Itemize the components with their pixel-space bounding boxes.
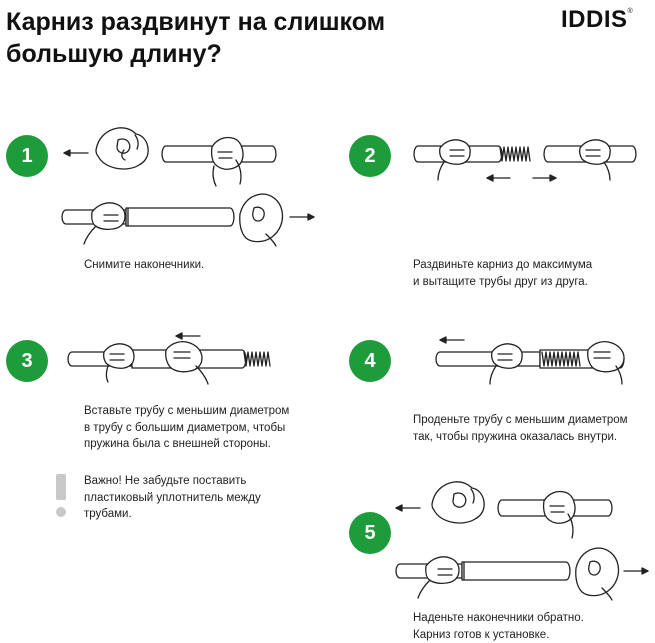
- hand-icon: [95, 127, 149, 170]
- important-note: Важно! Не забудьте поставить пластиковый…: [84, 475, 261, 520]
- hand-icon: [489, 343, 523, 385]
- tube-icon: [61, 207, 235, 227]
- step-1-illustration: [61, 127, 315, 247]
- arrow-icon: [175, 332, 201, 340]
- step-2-badge: 2: [349, 135, 391, 177]
- step-3-badge: 3: [6, 340, 48, 382]
- hand-icon: [165, 341, 209, 385]
- spring-icon: [243, 351, 271, 367]
- step-4-badge: 4: [349, 340, 391, 382]
- hand-icon: [575, 547, 620, 601]
- tube-icon: [395, 561, 571, 581]
- brand-name: IDDIS: [561, 6, 628, 33]
- hand-icon: [210, 136, 244, 187]
- spring-icon: [499, 146, 531, 162]
- brand-logo: IDDIS®: [561, 6, 633, 34]
- hand-icon: [437, 139, 471, 181]
- arrow-icon: [623, 567, 649, 575]
- hand-icon: [417, 556, 460, 599]
- arrow-icon: [532, 174, 557, 182]
- spring-icon: [541, 351, 581, 367]
- brand-registered-mark: ®: [627, 8, 634, 15]
- arrow-icon: [63, 149, 89, 157]
- exclamation-dot: [56, 507, 66, 517]
- step-5-badge: 5: [349, 512, 391, 554]
- arrow-icon: [486, 174, 511, 182]
- step-4-illustration: [435, 336, 625, 385]
- hand-icon: [578, 139, 611, 181]
- tube-icon: [67, 349, 247, 369]
- step-3-caption: Вставьте трубу с меньшим диаметром в тру…: [84, 405, 290, 450]
- step-2-illustration: [413, 139, 637, 182]
- hand-icon: [239, 193, 284, 247]
- hand-icon: [83, 202, 126, 245]
- hand-icon: [431, 481, 485, 524]
- step-4-caption: Проденьте трубу с меньшим диаметром так,…: [413, 414, 628, 443]
- hand-icon: [102, 343, 135, 383]
- step-5-caption: Наденьте наконечники обратно. Карниз гот…: [413, 612, 584, 641]
- arrow-icon: [289, 213, 315, 221]
- step-1-badge: 1: [6, 135, 48, 177]
- step-2-caption: Раздвиньте карниз до максимума и вытащит…: [413, 259, 593, 288]
- page-title: Карниз раздвинут на слишком большую длин…: [6, 6, 476, 70]
- hand-icon: [542, 490, 576, 539]
- title-line-2: большую длину?: [6, 40, 222, 68]
- step-5-illustration: [395, 481, 649, 601]
- step-1-caption: Снимите наконечники.: [84, 259, 205, 271]
- arrow-icon: [395, 504, 421, 512]
- hand-icon: [587, 341, 625, 385]
- arrow-icon: [439, 336, 465, 344]
- step-3-illustration: [67, 332, 271, 385]
- exclamation-bar: [56, 474, 66, 500]
- title-line-1: Карниз раздвинут на слишком: [6, 8, 386, 36]
